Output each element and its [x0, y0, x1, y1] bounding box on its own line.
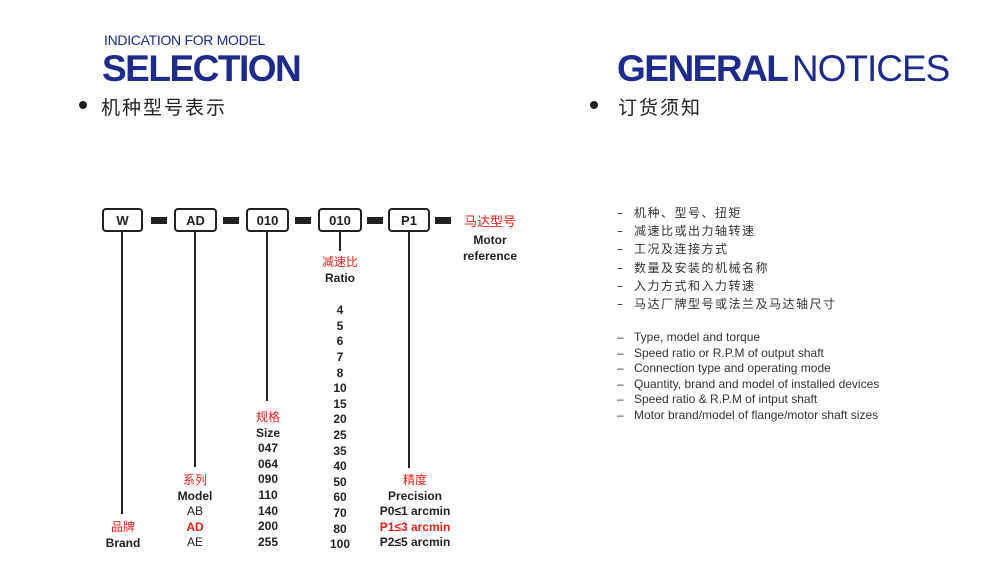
- code-separator: [435, 217, 451, 224]
- bullet-icon: [590, 101, 598, 109]
- precision-label-cn: 精度: [402, 473, 427, 487]
- brand-label-cn: 品牌: [110, 520, 135, 534]
- connector-line-brand: [121, 232, 123, 514]
- connector-line-ratio: [339, 232, 341, 251]
- model-label-cn: 系列: [182, 473, 207, 487]
- size-value: 090: [257, 472, 279, 487]
- notices-title-light: NOTICES: [791, 48, 950, 89]
- precision-label-en: Precision: [387, 488, 443, 503]
- model-value: AB: [186, 504, 203, 519]
- notice-item-cn: 数量及安装的机械名称: [617, 259, 837, 277]
- model-value: AE: [186, 535, 203, 550]
- selection-subtitle: 机种型号表示: [101, 97, 228, 119]
- size-label-en: Size: [255, 425, 280, 440]
- size-value: 110: [258, 487, 278, 502]
- ratio-label-cn: 减速比: [321, 255, 358, 269]
- precision-value-highlighted: P1≤3 arcmin: [379, 519, 451, 534]
- ratio-value: 8: [336, 365, 344, 380]
- notice-item-cn: 入力方式和入力转速: [617, 277, 837, 295]
- ratio-value: 60: [333, 490, 347, 505]
- ratio-value: 4: [336, 303, 344, 318]
- code-box-model: AD: [174, 208, 217, 232]
- connector-line-precision: [408, 232, 410, 468]
- ratio-value: 40: [333, 459, 347, 474]
- ratio-spacer: [311, 286, 369, 303]
- motor-reference-cn: 马达型号: [463, 215, 516, 230]
- code-separator: [223, 217, 239, 224]
- ratio-label-en: Ratio: [325, 270, 355, 285]
- code-separator: [295, 217, 311, 224]
- model-value-highlighted: AD: [186, 519, 204, 534]
- code-separator: [367, 217, 383, 224]
- ratio-value: 15: [333, 396, 347, 411]
- precision-column: 精度 Precision P0≤1 arcmin P1≤3 arcmin P2≤…: [365, 473, 465, 551]
- notice-item-en: Speed ratio or R.P.M of output shaft: [617, 346, 879, 362]
- notice-item-en: Connection type and operating mode: [617, 361, 879, 377]
- notices-title-bold: GENERAL: [617, 48, 789, 89]
- notice-item-cn: 马达厂牌型号或法兰及马达轴尺寸: [617, 295, 837, 313]
- ratio-value: 7: [336, 349, 344, 364]
- brand-column: 品牌 Brand: [96, 520, 150, 551]
- connector-line-model: [194, 232, 196, 467]
- model-label-en: Model: [177, 488, 213, 503]
- notices-list-en: Type, model and torque Speed ratio or R.…: [617, 330, 879, 423]
- model-column: 系列 Model AB AD AE: [164, 473, 226, 551]
- connector-line-size: [266, 232, 268, 401]
- ratio-value: 20: [333, 412, 347, 427]
- precision-value: P2≤5 arcmin: [379, 535, 451, 550]
- selection-kicker: INDICATION FOR MODEL: [104, 32, 265, 48]
- ratio-value: 80: [333, 521, 347, 536]
- motor-reference-label: 马达型号 Motor reference: [452, 215, 528, 264]
- selection-title: SELECTION: [102, 48, 302, 89]
- motor-reference-en: Motor reference: [462, 232, 518, 263]
- size-value: 140: [257, 503, 279, 518]
- ratio-value: 50: [333, 474, 347, 489]
- notice-item-cn: 减速比或出力轴转速: [617, 222, 837, 240]
- ratio-value: 10: [333, 381, 347, 396]
- notice-item-en: Quantity, brand and model of installed d…: [617, 377, 879, 393]
- notice-item-en: Type, model and torque: [617, 330, 879, 346]
- notices-title: GENERAL NOTICES: [617, 48, 950, 89]
- size-column: 规格 Size 047 064 090 110 140 200 255: [242, 410, 294, 550]
- ratio-column: 减速比 Ratio 4 5 6 7 8 10 15 20 25 35 40 50…: [311, 255, 369, 553]
- notice-item-en: Speed ratio & R.P.M of intput shaft: [617, 392, 879, 408]
- code-box-size: 010: [246, 208, 289, 232]
- size-value: 255: [257, 534, 279, 549]
- ratio-value: 6: [336, 334, 344, 349]
- notices-list-cn: 机种、型号、扭矩 减速比或出力轴转速 工况及连接方式 数量及安装的机械名称 入力…: [617, 204, 837, 313]
- size-value: 064: [257, 456, 279, 471]
- ratio-value: 25: [333, 427, 347, 442]
- ratio-value: 70: [333, 505, 347, 520]
- ratio-value: 5: [336, 318, 344, 333]
- code-box-precision: P1: [388, 208, 430, 232]
- code-box-brand: W: [102, 208, 143, 232]
- notices-subtitle: 订货须知: [618, 97, 703, 119]
- ratio-value: 35: [333, 443, 347, 458]
- precision-value: P0≤1 arcmin: [379, 504, 451, 519]
- notice-item-cn: 工况及连接方式: [617, 240, 837, 258]
- code-box-ratio: 010: [318, 208, 362, 232]
- size-label-cn: 规格: [255, 410, 280, 424]
- size-value: 047: [257, 441, 279, 456]
- notice-item-en: Motor brand/model of flange/motor shaft …: [617, 408, 879, 424]
- bullet-icon: [79, 101, 87, 109]
- brand-label-en: Brand: [105, 535, 141, 550]
- code-separator: [151, 217, 167, 224]
- notice-item-cn: 机种、型号、扭矩: [617, 204, 837, 222]
- size-value: 200: [257, 519, 279, 534]
- ratio-value: 100: [329, 537, 351, 552]
